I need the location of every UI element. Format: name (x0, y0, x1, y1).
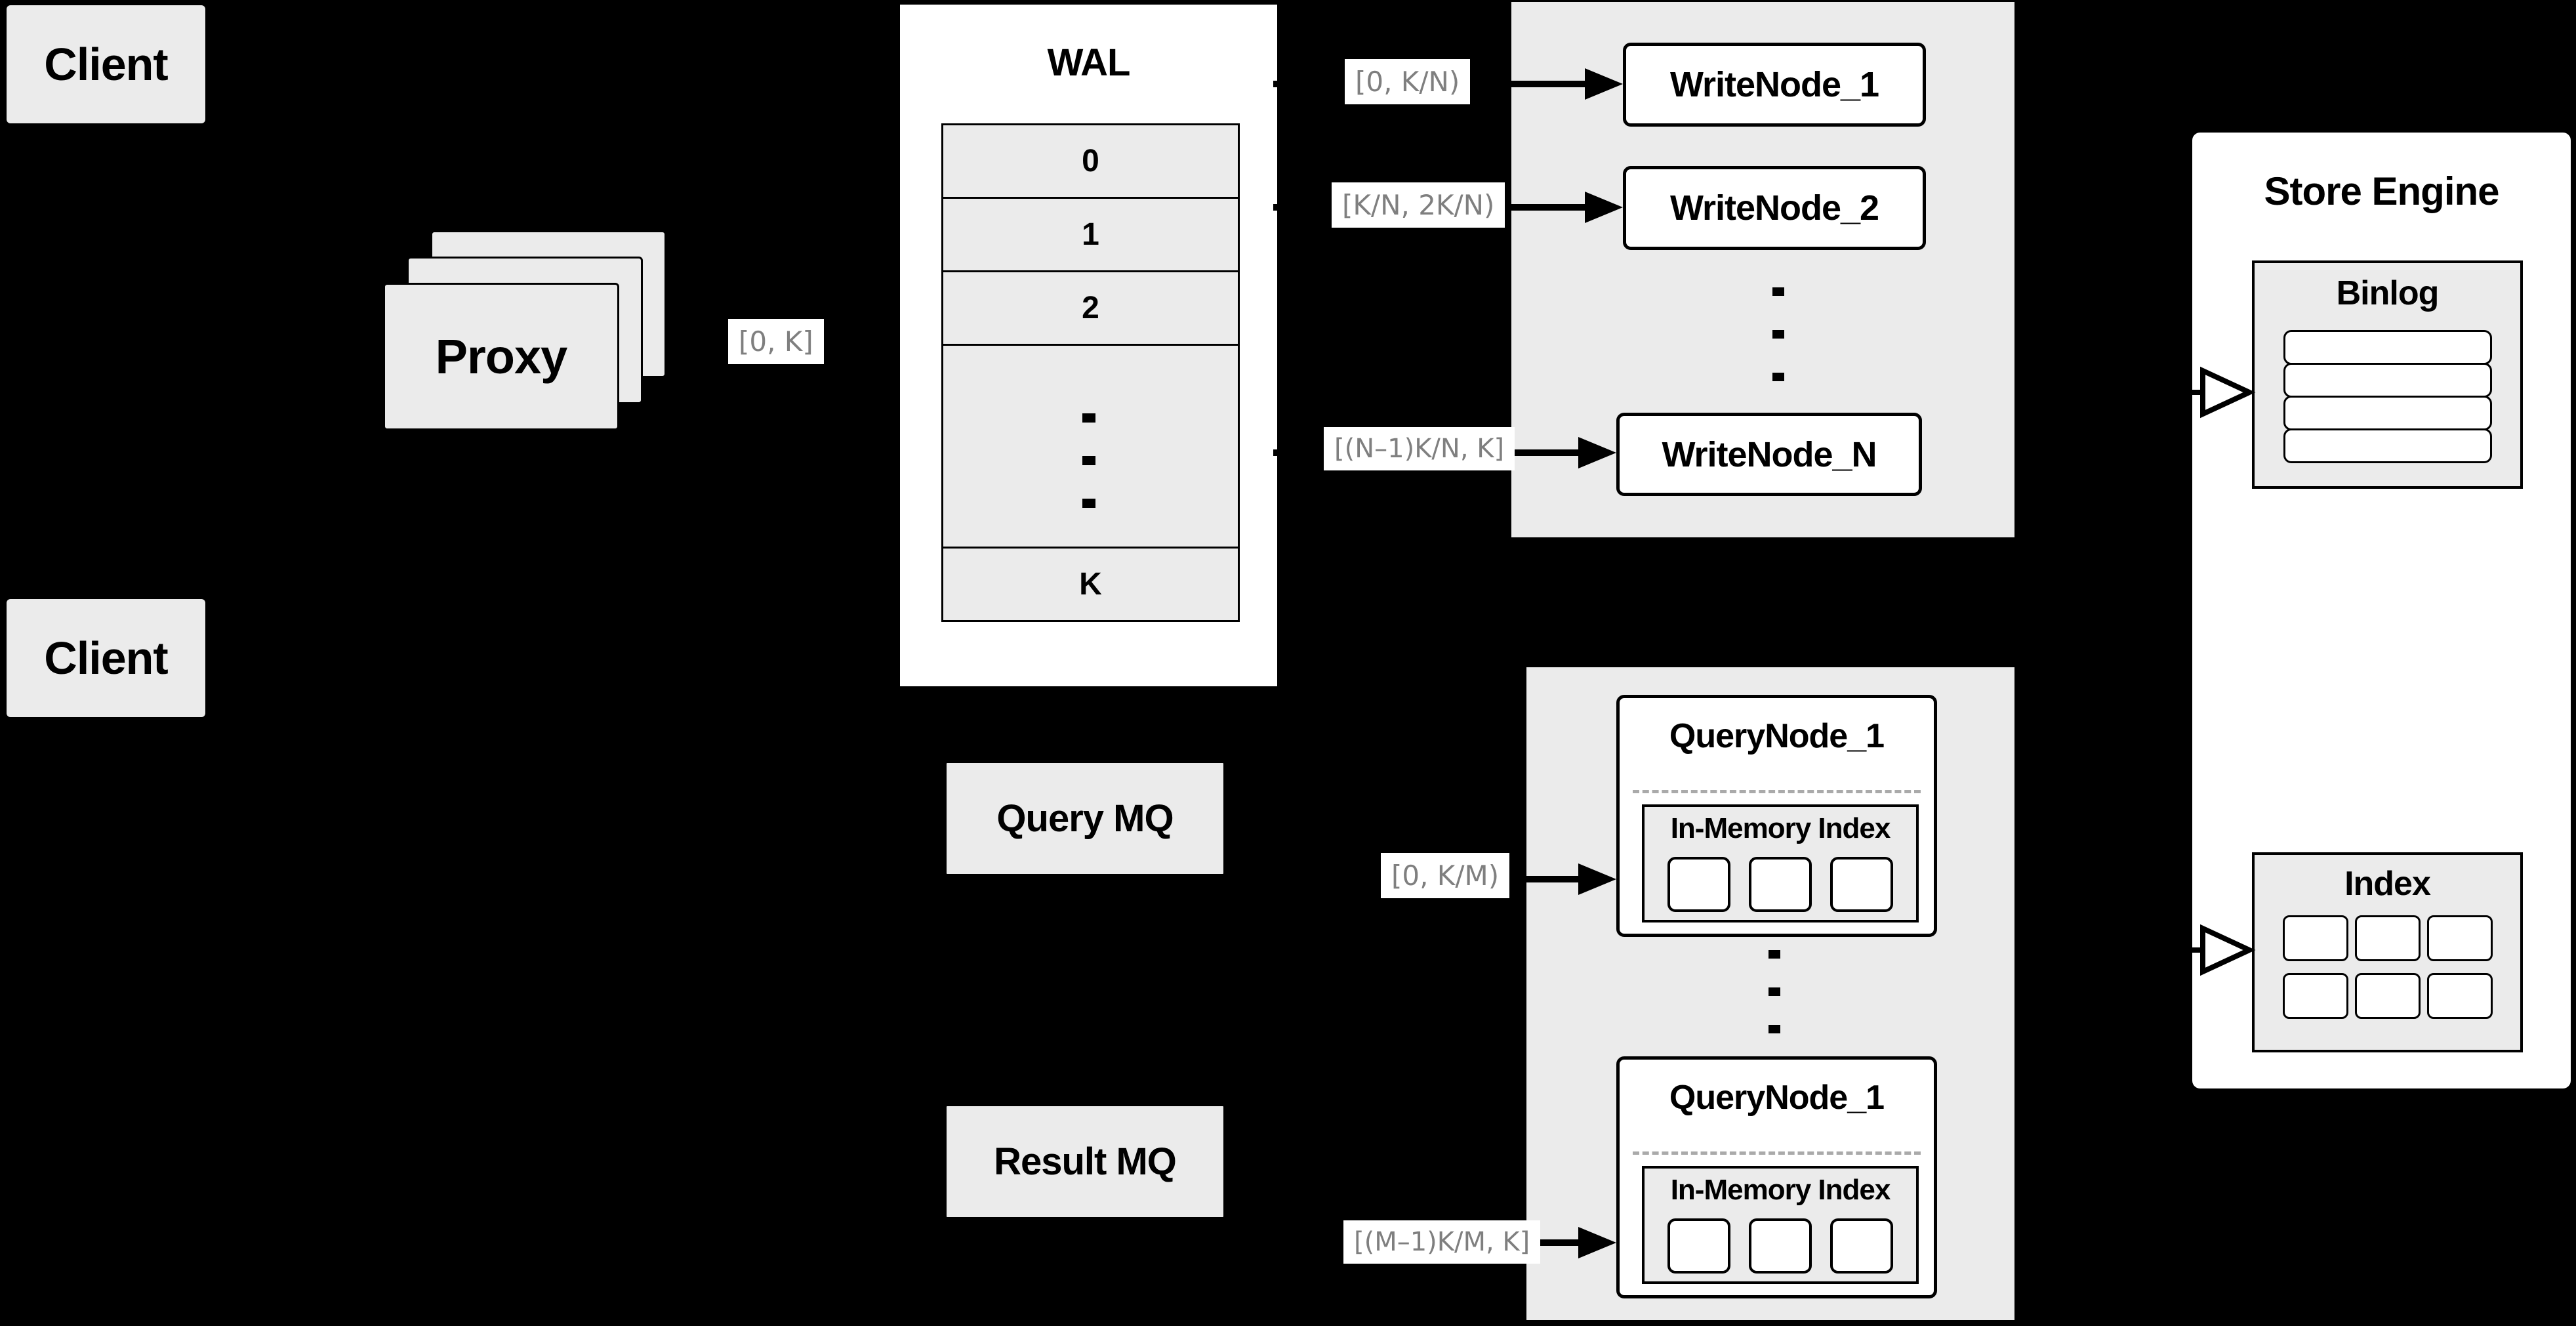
wal-table: 0 1 2 K (941, 123, 1240, 629)
writenode-2-box: WriteNode_2 (1623, 166, 1926, 250)
result-mq-label: Result MQ (994, 1140, 1177, 1183)
segment-cell (1830, 1218, 1893, 1274)
wal-row-2-label: 2 (1082, 291, 1099, 325)
index-box: Index (2252, 852, 2523, 1052)
proxy-label: Proxy (435, 329, 568, 384)
writenode-1-label: WriteNode_1 (1669, 65, 1879, 104)
result-mq-box: Result MQ (945, 1104, 1225, 1219)
range-label-writenode-1: [0, K/N) (1345, 59, 1471, 104)
index-cell (2426, 915, 2493, 961)
writenode-2-label: WriteNode_2 (1669, 188, 1879, 228)
client-box-bottom: Client (7, 599, 205, 717)
querynode-2-title: QueryNode_1 (1669, 1079, 1885, 1117)
wal-row-2: 2 (941, 270, 1240, 346)
in-memory-index-cells-bottom (1645, 1218, 1916, 1274)
in-memory-index-cells-top (1645, 857, 1916, 912)
binlog-title: Binlog (2336, 274, 2440, 312)
segment-cell (1667, 1218, 1730, 1274)
writenode-n-label: WriteNode_N (1662, 434, 1877, 474)
wal-row-1: 1 (941, 197, 1240, 272)
in-memory-index-title-bottom: In-Memory Index (1670, 1174, 1891, 1206)
writenode-1-box: WriteNode_1 (1623, 43, 1926, 127)
writenode-n-box: WriteNode_N (1616, 413, 1922, 496)
wal-row-0-label: 0 (1082, 144, 1099, 178)
querynode-1-box: QueryNode_1 In-Memory Index (1616, 695, 1937, 937)
range-label-querynode-2: [(M–1)K/M, K] (1343, 1220, 1541, 1264)
index-cell (2282, 915, 2348, 961)
client-box-top: Client (7, 5, 205, 123)
wal-row-ellipsis (941, 344, 1240, 549)
segment-cell (1667, 857, 1730, 912)
proxy-card-front: Proxy (383, 283, 619, 430)
range-label-querynode-1: [0, K/M) (1381, 853, 1510, 898)
wal-dot-1 (1082, 413, 1095, 423)
index-cell (2282, 973, 2348, 1019)
querynode-2-divider (1633, 1151, 1921, 1155)
querynode-1-title: QueryNode_1 (1669, 717, 1885, 755)
index-cell (2354, 973, 2421, 1019)
range-label-writenode-2: [K/N, 2K/N) (1332, 182, 1505, 228)
wal-dot-2 (1082, 456, 1095, 465)
wal-panel: WAL 0 1 2 K (897, 2, 1280, 689)
index-cell (2354, 915, 2421, 961)
index-cell (2426, 973, 2493, 1019)
segment-cell (1749, 1218, 1812, 1274)
client-bottom-label: Client (44, 632, 168, 684)
wal-title: WAL (1047, 41, 1131, 84)
wal-row-0: 0 (941, 123, 1240, 199)
wal-row-k: K (941, 547, 1240, 622)
querynode-1-divider (1633, 790, 1921, 793)
segment-cell (1749, 857, 1812, 912)
segment-cell (1830, 857, 1893, 912)
index-title: Index (2344, 865, 2431, 903)
query-mq-box: Query MQ (945, 761, 1225, 876)
in-memory-index-box-bottom: In-Memory Index (1642, 1166, 1919, 1284)
querynode-dot-1 (1768, 950, 1780, 959)
writenode-dot-1 (1772, 287, 1784, 296)
index-cells-row-2 (2255, 973, 2520, 1019)
querynode-dot-3 (1768, 1025, 1780, 1033)
binlog-row (2283, 330, 2492, 365)
writenode-dot-3 (1772, 373, 1784, 381)
query-mq-label: Query MQ (996, 797, 1174, 840)
binlog-row (2283, 396, 2492, 430)
range-label-proxy-wal: [0, K] (728, 319, 824, 364)
binlog-row (2283, 428, 2492, 463)
binlog-rows (2255, 330, 2520, 463)
client-top-label: Client (44, 39, 168, 90)
wal-dot-3 (1082, 499, 1095, 508)
in-memory-index-title-top: In-Memory Index (1670, 812, 1891, 844)
range-label-writenode-n: [(N–1)K/N, K] (1324, 427, 1515, 470)
index-cells-row-1 (2255, 915, 2520, 961)
wal-row-k-label: K (1079, 567, 1102, 602)
binlog-row (2283, 363, 2492, 398)
writenode-dot-2 (1772, 330, 1784, 339)
store-engine-panel: Store Engine Binlog Index (2190, 130, 2573, 1091)
store-engine-title: Store Engine (2264, 169, 2499, 213)
querynode-2-box: QueryNode_1 In-Memory Index (1616, 1056, 1937, 1298)
querynode-dot-2 (1768, 987, 1780, 996)
binlog-box: Binlog (2252, 260, 2523, 489)
wal-row-1-label: 1 (1082, 217, 1099, 252)
in-memory-index-box-top: In-Memory Index (1642, 804, 1919, 922)
